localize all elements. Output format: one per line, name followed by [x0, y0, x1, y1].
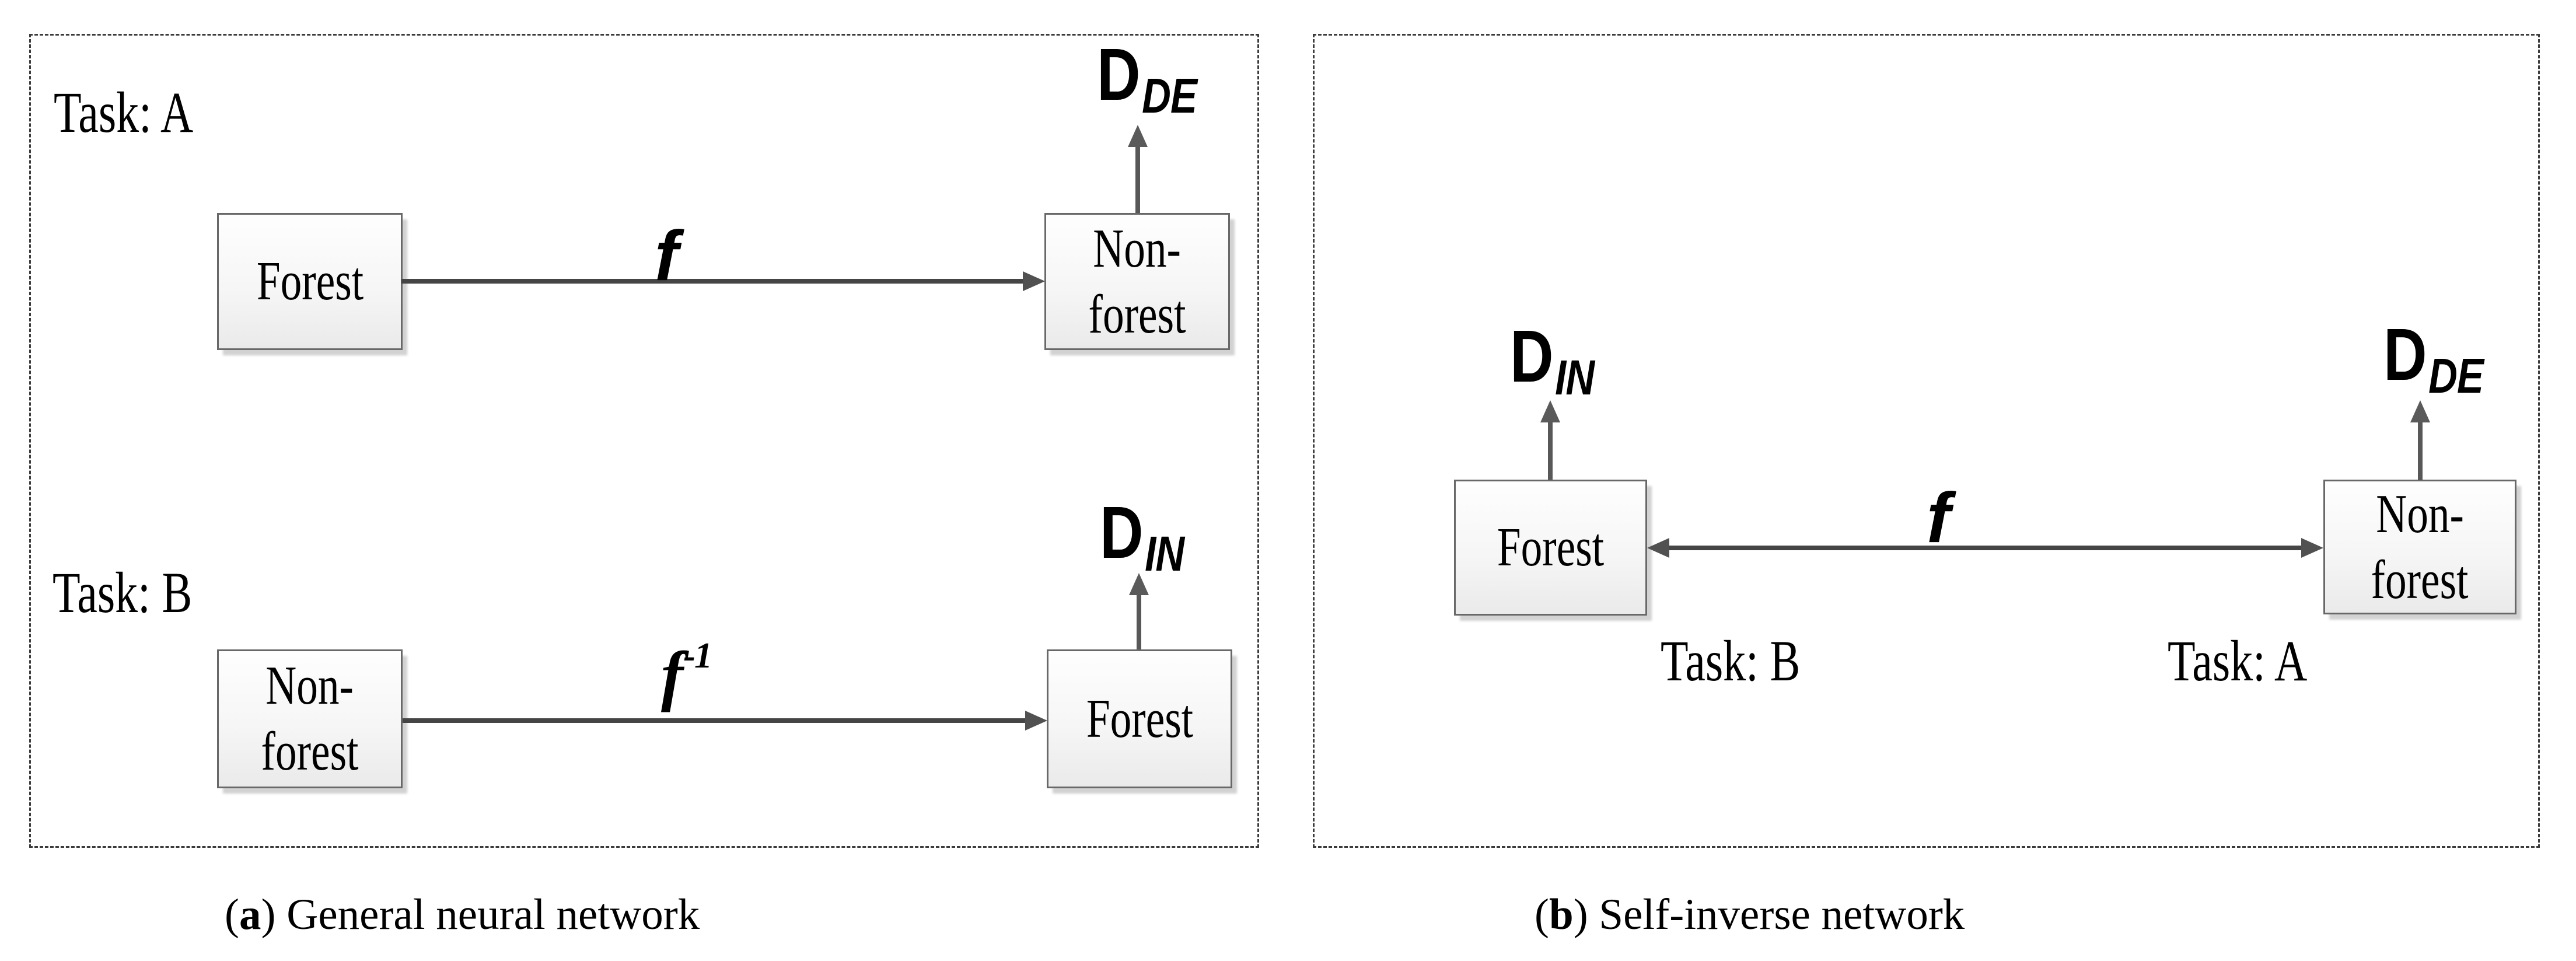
arrowhead-up-icon	[2410, 400, 2430, 422]
panel-a-function-label: f	[655, 216, 679, 295]
panel-a-forest-box-bottom: Forest	[1047, 649, 1232, 788]
panel-a-din-arrow-line	[1137, 593, 1141, 649]
panel-b-dde-label: DDE	[2383, 313, 2484, 403]
panel-b-din-arrow-line	[1548, 420, 1553, 480]
panel-a-dde-label: DDE	[1097, 33, 1197, 123]
panel-a-arrow-bottom-line	[403, 718, 1027, 723]
panel-a-task-a-label: Task: A	[54, 80, 194, 145]
panel-b-task-b-label: Task: B	[1661, 628, 1801, 693]
panel-b-frame	[1313, 34, 2540, 848]
panel-a-forest-box-top: Forest	[217, 213, 403, 350]
panel-b-forest-box: Forest	[1454, 480, 1647, 616]
panel-b-din-label: DIN	[1510, 315, 1595, 405]
panel-a-dde-arrow-line	[1135, 145, 1140, 213]
arrowhead-left-icon	[1647, 538, 1669, 558]
panel-a-task-b-label: Task: B	[53, 560, 193, 625]
arrowhead-up-icon	[1540, 400, 1560, 422]
panel-a-arrow-top-line	[401, 279, 1026, 284]
panel-a-inverse-function-label: f-1	[661, 636, 712, 712]
panel-a-caption: (a) General neural network	[225, 890, 700, 939]
panel-b-dde-arrow-line	[2418, 420, 2423, 480]
panel-b-task-a-label: Task: A	[2168, 628, 2308, 693]
arrowhead-right-icon	[1023, 271, 1045, 291]
panel-b-function-label: f	[1927, 478, 1951, 557]
panel-b-caption: (b) Self-inverse network	[1535, 890, 1965, 939]
panel-a-nonforest-box-top: Non- forest	[1044, 213, 1230, 350]
panel-b-double-arrow-line	[1666, 546, 2305, 550]
arrowhead-right-icon	[1025, 711, 1047, 731]
panel-a-din-label: DIN	[1100, 491, 1184, 581]
arrowhead-up-icon	[1129, 573, 1149, 595]
panel-a-nonforest-box-bottom: Non- forest	[217, 649, 403, 788]
arrowhead-up-icon	[1128, 125, 1148, 147]
panel-b-nonforest-box: Non- forest	[2323, 480, 2516, 614]
arrowhead-right-icon	[2301, 538, 2323, 558]
panel-a-frame	[29, 34, 1259, 848]
